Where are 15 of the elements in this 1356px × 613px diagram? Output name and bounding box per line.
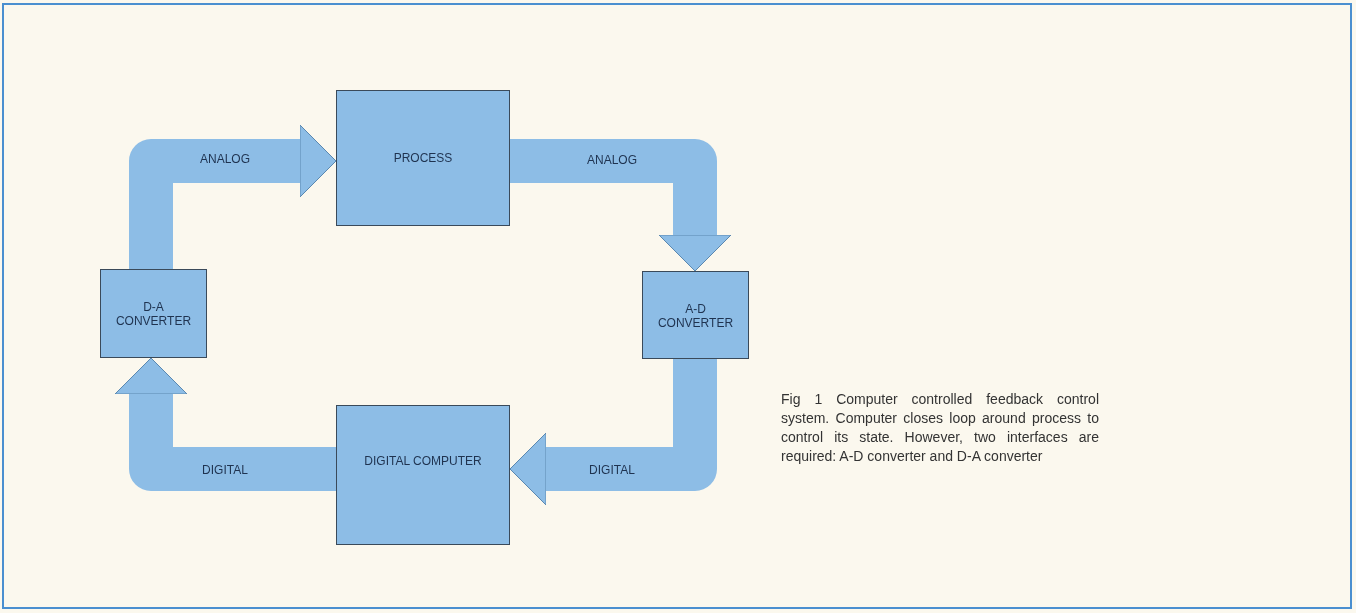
process-box [642, 271, 749, 359]
block-arrow [114, 357, 336, 491]
figure-caption: Fig 1 Computer controlled feedback control system. Computer closes loop around process to control its state. However, two interfaces are required: A-D converter and D-A converter [781, 390, 1099, 466]
block-arrow [510, 139, 732, 272]
edge-label: ANALOG [587, 152, 637, 169]
process-box [336, 90, 510, 226]
process-box [100, 269, 207, 358]
box-label: D-A CONVERTER [114, 300, 193, 328]
box-label: A-D CONVERTER [656, 302, 735, 330]
edge-label: DIGITAL [589, 462, 635, 479]
box-label: PROCESS [392, 151, 454, 165]
box-label: DIGITAL COMPUTER [363, 454, 483, 468]
process-box [336, 405, 510, 545]
edge-label: ANALOG [200, 151, 250, 168]
edge-label: DIGITAL [202, 462, 248, 479]
